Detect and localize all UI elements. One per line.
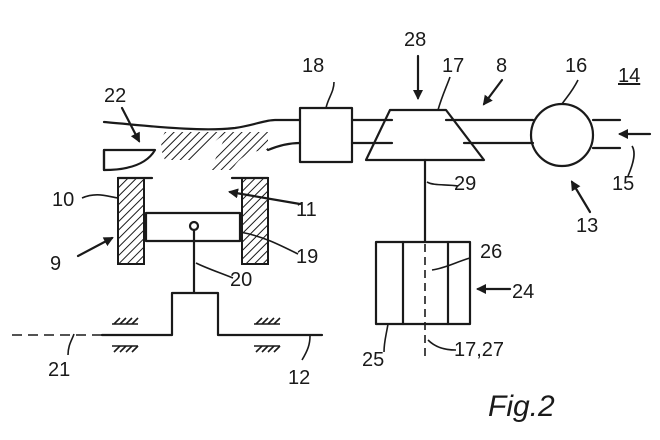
component-16-circle bbox=[529, 102, 595, 168]
label-19: 19 bbox=[296, 246, 318, 268]
label-29: 29 bbox=[454, 173, 476, 195]
label-14: 14 bbox=[618, 65, 640, 87]
cylinder-wall-right bbox=[241, 177, 269, 265]
label-16: 16 bbox=[565, 55, 587, 77]
label-17-27: 17,27 bbox=[454, 339, 504, 361]
cylinder-wall-left bbox=[117, 177, 145, 265]
intake-valve bbox=[102, 148, 157, 172]
label-20: 20 bbox=[230, 269, 252, 291]
bearing-symbols bbox=[112, 317, 281, 353]
crankshaft bbox=[100, 291, 324, 337]
intake-duct-lower-wall bbox=[266, 141, 302, 152]
cylinder-head-hatching-left bbox=[161, 132, 228, 160]
intake-duct-upper-wall bbox=[102, 118, 302, 131]
label-8: 8 bbox=[496, 55, 507, 77]
cylinder-head-hatching-right bbox=[210, 132, 268, 170]
piston-pin bbox=[188, 220, 200, 232]
figure-caption: Fig.2 bbox=[488, 390, 555, 423]
component-18-box bbox=[298, 106, 354, 164]
label-24: 24 bbox=[512, 281, 534, 303]
label-25: 25 bbox=[362, 349, 384, 371]
label-10: 10 bbox=[52, 189, 74, 211]
label-11: 11 bbox=[296, 199, 317, 221]
label-17: 17 bbox=[442, 55, 464, 77]
label-9: 9 bbox=[50, 253, 61, 275]
label-28: 28 bbox=[404, 29, 426, 51]
label-15: 15 bbox=[612, 173, 634, 195]
machine-24-housing bbox=[374, 240, 472, 326]
label-12: 12 bbox=[288, 367, 310, 389]
label-22: 22 bbox=[104, 85, 126, 107]
compressor-trapezoid bbox=[364, 108, 486, 162]
label-13: 13 bbox=[576, 215, 598, 237]
label-26: 26 bbox=[480, 241, 502, 263]
leader-lines bbox=[67, 54, 635, 361]
label-21: 21 bbox=[48, 359, 70, 381]
label-18: 18 bbox=[302, 55, 324, 77]
